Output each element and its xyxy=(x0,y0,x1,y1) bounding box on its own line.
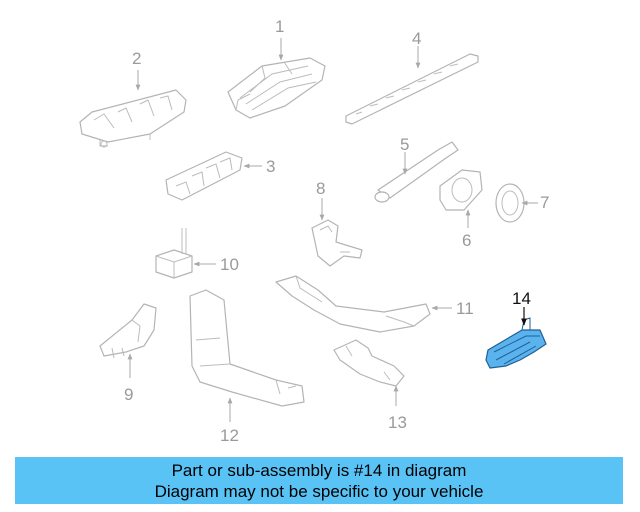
callout-7: 7 xyxy=(521,193,549,212)
callout-label-3: 3 xyxy=(266,157,275,176)
callout-label-11: 11 xyxy=(456,299,474,318)
callout-label-4: 4 xyxy=(412,29,421,48)
info-banner: Part or sub-assembly is #14 in diagram D… xyxy=(15,457,623,504)
callout-3: 3 xyxy=(243,157,275,176)
part-12-rear-duct[interactable] xyxy=(189,289,305,407)
banner-line-1: Part or sub-assembly is #14 in diagram xyxy=(171,461,467,480)
part-2-left-vent[interactable] xyxy=(79,89,187,148)
callout-label-5: 5 xyxy=(400,135,409,154)
callout-label-7: 7 xyxy=(540,193,549,212)
callout-5: 5 xyxy=(400,135,409,175)
callout-13: 13 xyxy=(388,385,407,432)
part-10-actuator[interactable] xyxy=(155,228,193,279)
part-7-vent-bezel[interactable] xyxy=(495,183,525,223)
part-6-round-vent[interactable] xyxy=(439,169,483,211)
callout-10: 10 xyxy=(193,255,239,274)
callout-label-1: 1 xyxy=(275,17,284,36)
callout-8: 8 xyxy=(316,179,325,221)
callout-14: 14 xyxy=(512,289,531,326)
callout-11: 11 xyxy=(431,299,474,318)
callout-label-8: 8 xyxy=(316,179,325,198)
callout-9: 9 xyxy=(124,353,133,404)
callout-label-13: 13 xyxy=(388,413,407,432)
parts-diagram: 1 2 3 4 5 6 xyxy=(79,17,549,445)
part-9-side-duct[interactable] xyxy=(99,303,157,359)
callout-label-14: 14 xyxy=(512,289,531,308)
part-11-floor-duct[interactable] xyxy=(275,275,431,333)
callout-6: 6 xyxy=(462,209,471,250)
callout-label-12: 12 xyxy=(220,426,239,445)
part-8-duct[interactable] xyxy=(311,219,363,267)
callout-12: 12 xyxy=(220,397,239,445)
callout-label-9: 9 xyxy=(124,385,133,404)
part-1-center-vent[interactable] xyxy=(227,57,326,119)
banner-line-2: Diagram may not be specific to your vehi… xyxy=(154,482,484,501)
part-5-hose[interactable] xyxy=(374,141,459,203)
callout-label-2: 2 xyxy=(132,49,141,68)
part-14-highlighted-duct[interactable] xyxy=(485,317,547,369)
callout-1: 1 xyxy=(275,17,284,61)
part-4-defrost-duct[interactable] xyxy=(345,53,479,125)
callout-4: 4 xyxy=(412,29,421,69)
callout-label-6: 6 xyxy=(462,231,471,250)
part-13-outlet[interactable] xyxy=(333,339,405,387)
callout-2: 2 xyxy=(132,49,141,91)
part-3-grille[interactable] xyxy=(165,151,243,201)
callout-label-10: 10 xyxy=(220,255,239,274)
